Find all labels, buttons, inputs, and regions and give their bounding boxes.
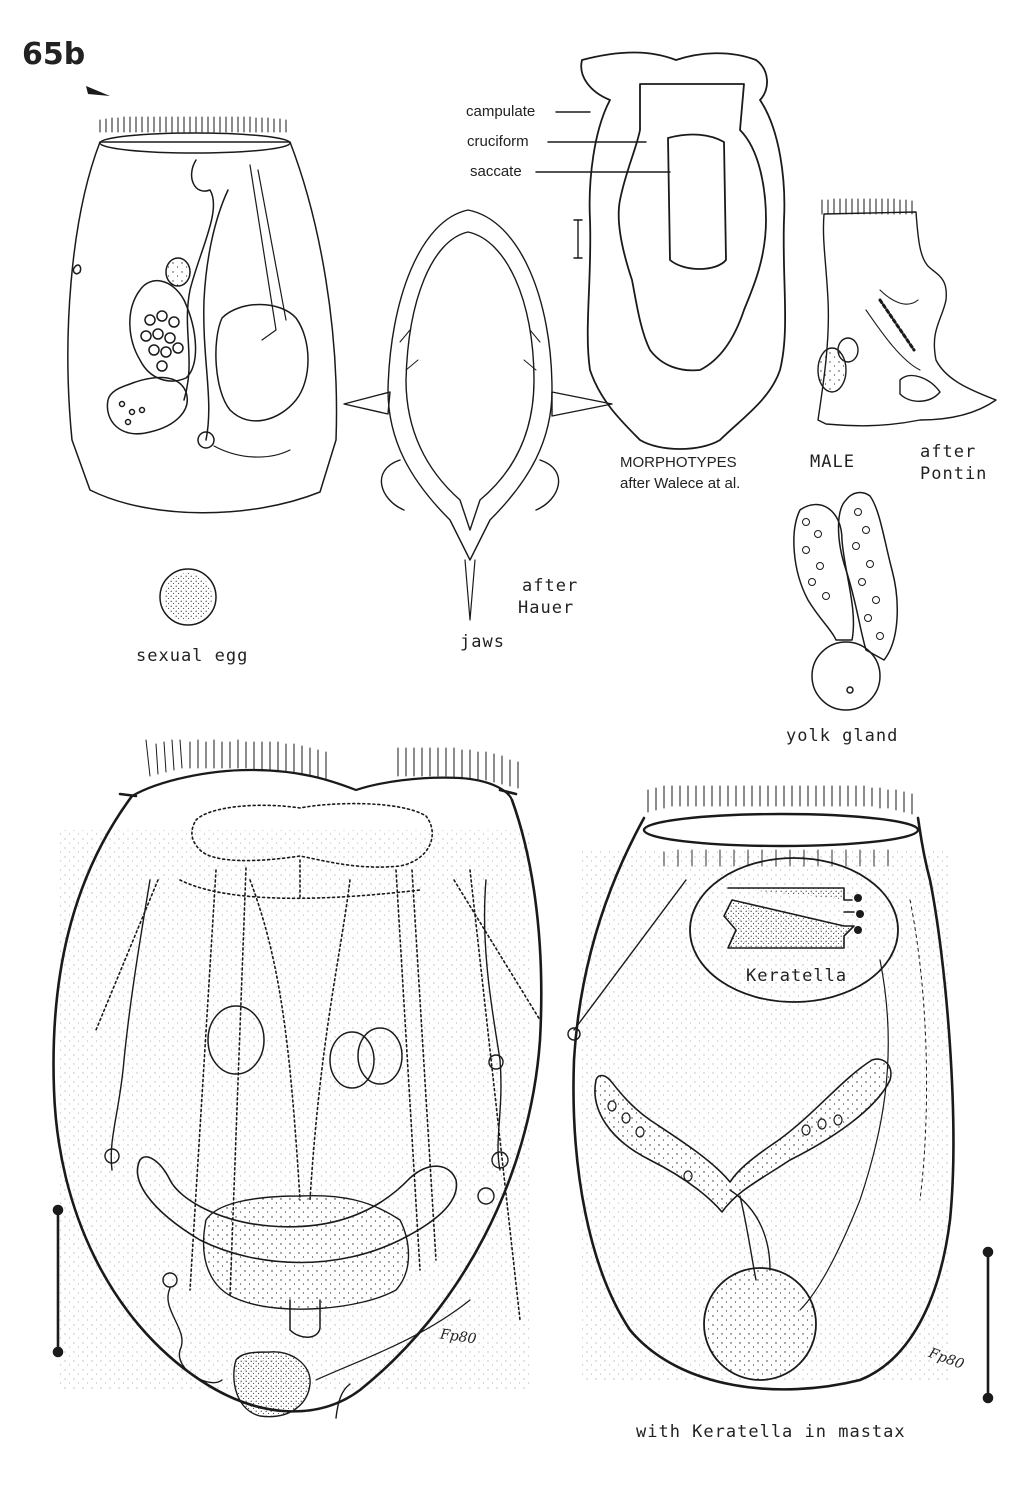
morphotypes-drawing <box>580 51 787 450</box>
morphotype-label-saccate: saccate <box>470 163 522 180</box>
sexual-egg-caption: sexual egg <box>136 646 249 666</box>
morphotypes-caption-credit: after Walece at al. <box>620 475 741 492</box>
morphotype-scale-bar <box>573 219 583 259</box>
after-pontin-line2: Pontin <box>920 464 988 484</box>
female-with-keratella-drawing <box>567 785 955 1391</box>
after-pontin-line1: after <box>920 442 977 462</box>
morphotype-label-cruciform: cruciform <box>467 133 529 150</box>
male-caption: MALE <box>810 452 855 472</box>
male-drawing <box>817 198 997 427</box>
with-keratella-caption: with Keratella in mastax <box>636 1422 906 1442</box>
pointer-arrow <box>86 86 110 96</box>
morphotype-leader-lines <box>535 111 671 173</box>
after-hauer-line1: after <box>522 576 579 596</box>
scale-bar-left <box>52 1204 64 1358</box>
yolk-gland-caption: yolk gland <box>786 726 899 746</box>
plate-number: 65b <box>22 37 86 72</box>
jaws-caption: jaws <box>460 632 505 652</box>
yolk-gland-drawing <box>793 491 898 711</box>
scale-bar-right <box>982 1246 994 1404</box>
morphotypes-caption-title: MORPHOTYPES <box>620 454 737 471</box>
morphotype-label-campulate: campulate <box>466 103 536 120</box>
jaws-drawing <box>343 209 613 621</box>
after-hauer-line2: Hauer <box>518 598 575 618</box>
female-detail-drawing <box>52 739 543 1419</box>
keratella-caption: Keratella <box>746 966 848 986</box>
female-overview-drawing <box>67 116 338 514</box>
sexual-egg-drawing <box>159 568 217 626</box>
